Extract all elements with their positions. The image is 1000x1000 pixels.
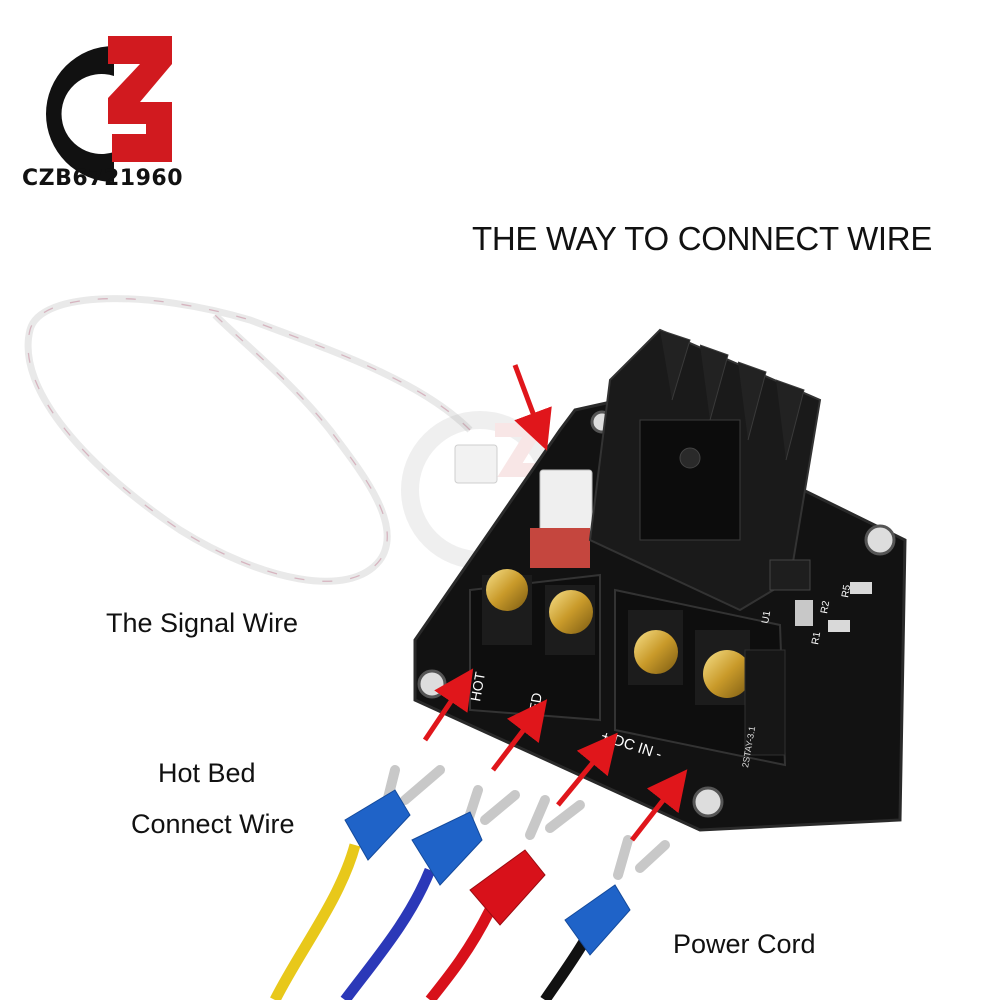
screw-terminal bbox=[549, 590, 593, 634]
fork-terminal bbox=[613, 835, 670, 880]
screw-terminal bbox=[486, 569, 528, 611]
arrow-dc-minus bbox=[630, 769, 688, 842]
silk-u1: U1 bbox=[760, 610, 773, 625]
arrow-dc-plus bbox=[556, 732, 618, 807]
hot-bed-label: Hot Bed bbox=[158, 758, 256, 788]
mounting-hole bbox=[417, 669, 447, 699]
heatsink bbox=[588, 328, 822, 612]
regulator-chip bbox=[769, 559, 811, 591]
terminal-sleeve bbox=[344, 789, 411, 861]
smd-component bbox=[850, 582, 872, 594]
wire-red bbox=[425, 795, 585, 1000]
signal-wire-label: The Signal Wire bbox=[106, 608, 299, 638]
mosfet-board: HOT BED + DC IN - R5 R2 R1 U1 2STAY-3.1 bbox=[413, 328, 907, 832]
arrow-bed bbox=[491, 699, 548, 772]
screw-terminal bbox=[634, 630, 678, 674]
silk-r1: R1 bbox=[810, 631, 823, 646]
smd-component bbox=[795, 600, 813, 626]
signal-wire bbox=[24, 295, 498, 585]
arrow-hot bbox=[422, 668, 474, 742]
power-cord-label: Power Cord bbox=[673, 929, 816, 959]
terminal-sleeve bbox=[564, 884, 631, 956]
terminal-block-hotbed bbox=[469, 569, 601, 722]
silk-r2: R2 bbox=[819, 600, 832, 615]
terminal-sleeve bbox=[469, 849, 546, 926]
mosfet-chip bbox=[639, 419, 741, 541]
signal-wire-plug bbox=[454, 444, 498, 484]
signal-connector bbox=[539, 469, 593, 533]
wire-black bbox=[540, 835, 670, 1000]
mounting-hole bbox=[692, 786, 724, 818]
screw-terminal bbox=[703, 650, 751, 698]
arrow-signal bbox=[512, 364, 552, 451]
wire-blue bbox=[340, 785, 520, 1000]
wire-yellow bbox=[270, 765, 445, 1000]
page-title: THE WAY TO CONNECT WIRE bbox=[472, 220, 933, 257]
mounting-hole bbox=[864, 524, 896, 556]
connect-wire-label: Connect Wire bbox=[131, 809, 295, 839]
brand-logo bbox=[46, 36, 172, 182]
smd-component bbox=[828, 620, 850, 632]
logo-z-shape bbox=[108, 36, 172, 162]
terminal-sleeve bbox=[411, 811, 483, 886]
terminal-block-dcin bbox=[614, 588, 787, 767]
silk-r5: R5 bbox=[840, 584, 853, 599]
logo-c-shape bbox=[46, 46, 114, 182]
fork-terminal bbox=[525, 795, 585, 840]
logo-text: CZB6721960 bbox=[22, 166, 184, 191]
